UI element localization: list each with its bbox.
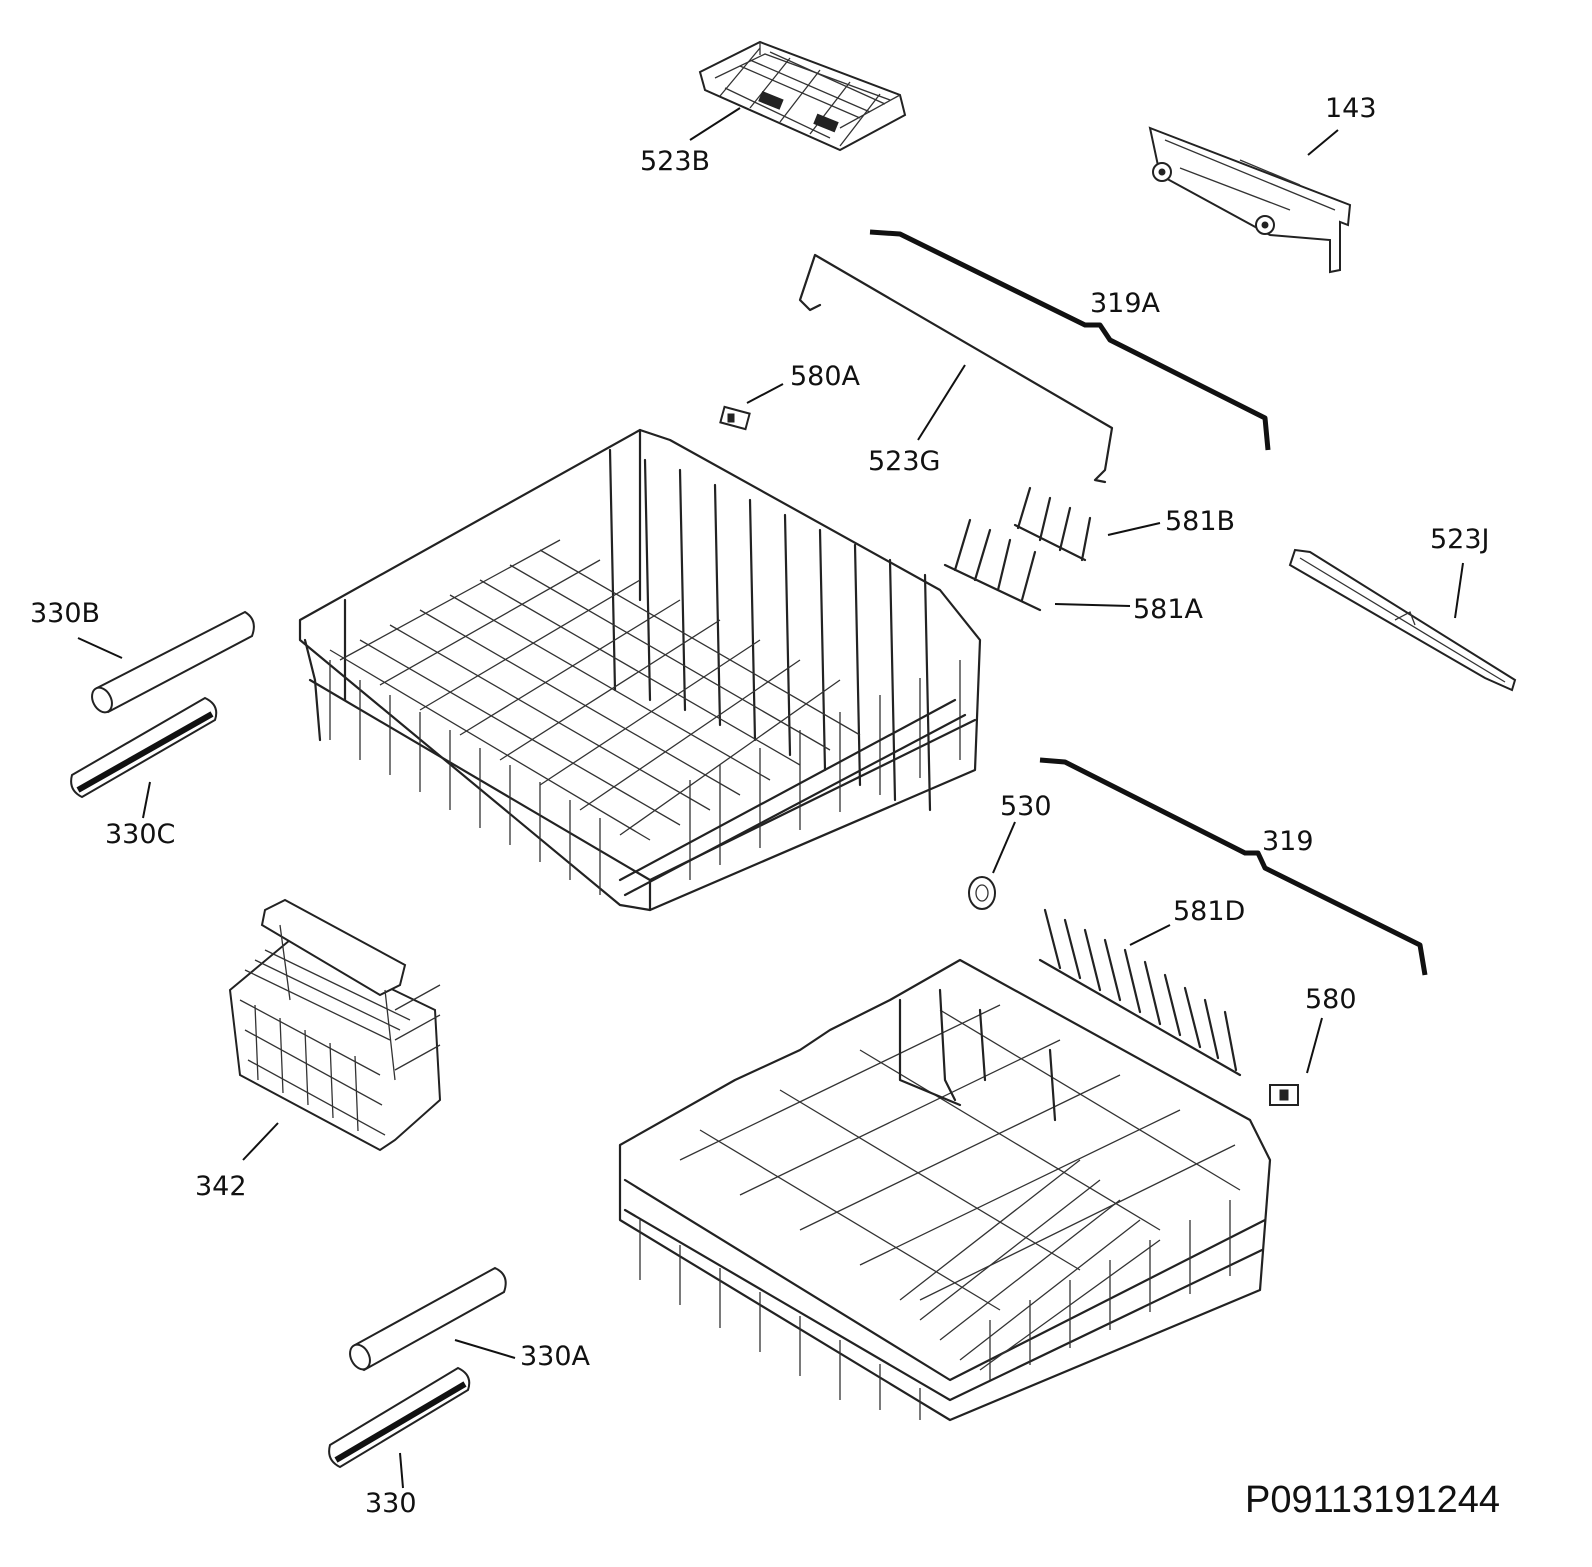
label-330: 330 bbox=[365, 1488, 417, 1519]
part-580-clip bbox=[1269, 1084, 1299, 1106]
part-523G-handle bbox=[798, 253, 1114, 484]
part-330B-roller bbox=[91, 610, 255, 714]
drawing-id: P09113191244 bbox=[1245, 1479, 1500, 1521]
part-319-rail bbox=[1039, 757, 1428, 976]
part-upper-basket bbox=[298, 428, 982, 912]
label-580A: 580A bbox=[790, 361, 861, 392]
part-580A-clip bbox=[719, 405, 751, 431]
part-523B-shelf bbox=[698, 40, 907, 152]
label-523B: 523B bbox=[640, 146, 710, 177]
label-342: 342 bbox=[195, 1171, 247, 1202]
label-319: 319 bbox=[1262, 826, 1314, 857]
part-319A-rail bbox=[869, 229, 1271, 451]
label-330C: 330C bbox=[105, 819, 175, 850]
part-lower-basket bbox=[618, 958, 1272, 1422]
label-330A: 330A bbox=[520, 1341, 591, 1372]
label-581B: 581B bbox=[1165, 506, 1235, 537]
part-330A-roller bbox=[349, 1266, 507, 1372]
part-581B-tines bbox=[1013, 486, 1092, 562]
part-330-roller bbox=[328, 1366, 471, 1469]
part-530-wheel bbox=[968, 876, 996, 910]
part-342-cutlery-basket bbox=[228, 898, 442, 1152]
label-580: 580 bbox=[1305, 984, 1357, 1015]
label-143: 143 bbox=[1325, 93, 1377, 124]
label-523G: 523G bbox=[868, 446, 940, 477]
label-581D: 581D bbox=[1173, 896, 1245, 927]
label-523J: 523J bbox=[1430, 524, 1490, 555]
part-581A-tines bbox=[943, 518, 1042, 612]
part-143-bracket bbox=[1148, 126, 1352, 274]
part-581D-tines bbox=[1038, 908, 1242, 1077]
label-581A: 581A bbox=[1133, 594, 1204, 625]
label-330B: 330B bbox=[30, 598, 100, 629]
part-330C-roller bbox=[70, 696, 218, 799]
label-530: 530 bbox=[1000, 791, 1052, 822]
label-319A: 319A bbox=[1090, 288, 1161, 319]
